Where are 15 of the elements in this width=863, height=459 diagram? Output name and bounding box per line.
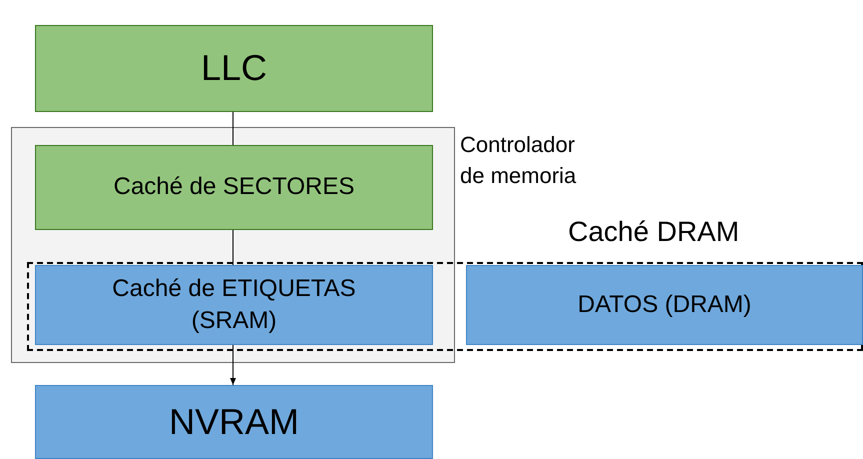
arrow	[230, 344, 236, 386]
connector-line	[232, 112, 234, 146]
process-box	[35, 145, 433, 230]
box-label: Caché de ETIQUETAS (SRAM)	[111, 274, 357, 336]
connector-line	[232, 230, 234, 266]
group-heading: Caché DRAM	[568, 216, 740, 248]
process-box	[35, 25, 433, 112]
box-label: NVRAM	[168, 400, 300, 444]
box-label: LLC	[200, 46, 268, 90]
group-heading: Controlador de memoria	[460, 131, 578, 190]
box-label: Caché de SECTORES	[112, 172, 356, 202]
box-label: DATOS (DRAM)	[576, 290, 752, 320]
process-box	[466, 265, 863, 345]
process-box	[35, 265, 433, 345]
process-box	[35, 385, 433, 459]
